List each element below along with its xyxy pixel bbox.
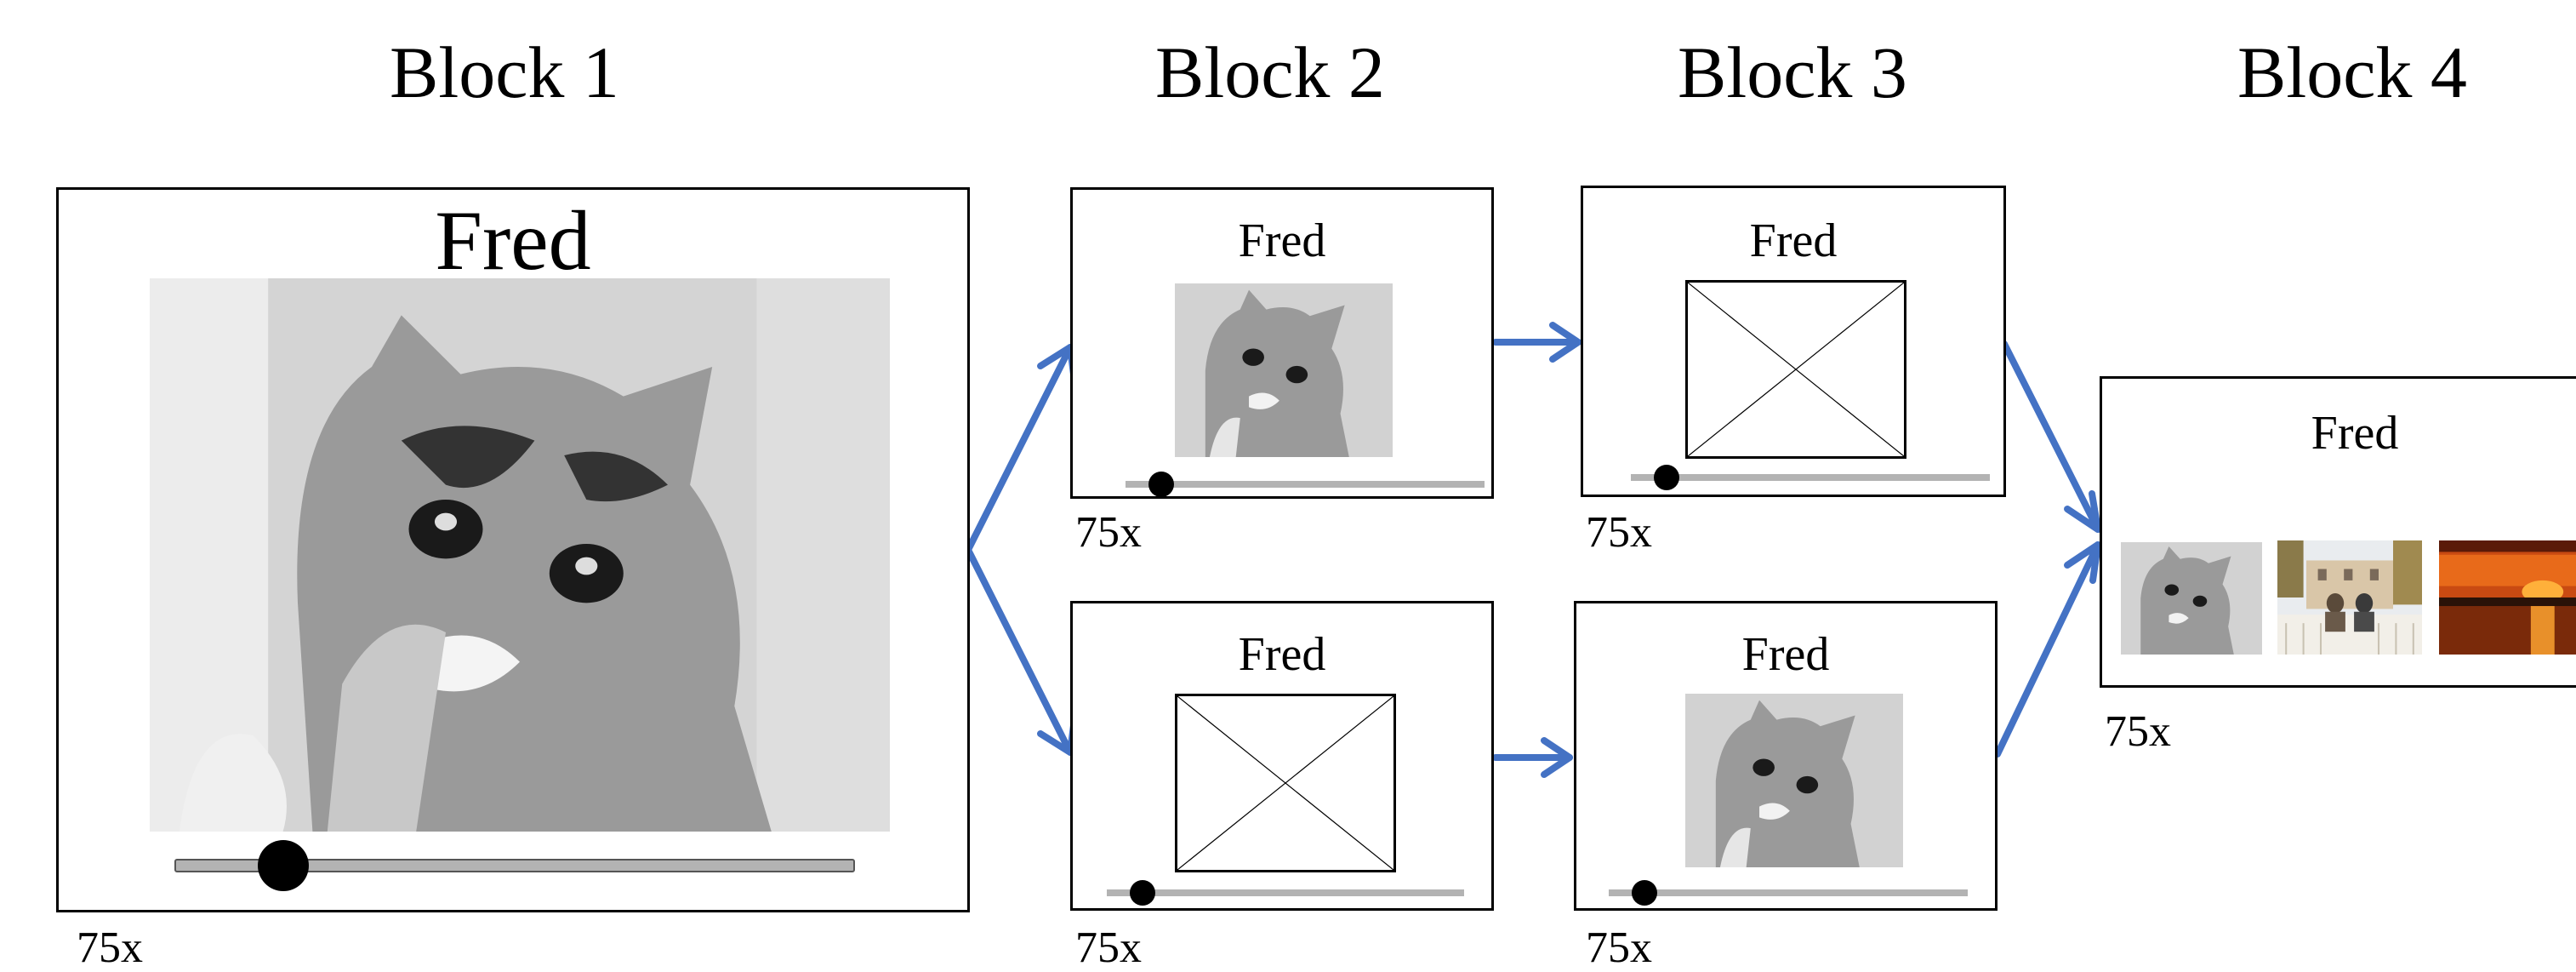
kitten-photo (1175, 283, 1393, 457)
slider-track[interactable] (174, 859, 855, 872)
block-3-top-panel: Fred (1581, 186, 2006, 497)
arrow-b1-to-b2-top (965, 344, 1074, 553)
repeat-count: 75x (1586, 508, 1652, 557)
slider-track[interactable] (1631, 474, 1990, 481)
arrowhead-b4-from-top (2064, 490, 2101, 533)
image-placeholder (1685, 280, 1906, 459)
image-placeholder (1175, 694, 1396, 872)
panel-title: Fred (435, 193, 591, 288)
block-1-title: Block 1 (390, 31, 619, 113)
repeat-count: 75x (1075, 508, 1142, 557)
block-4-title: Block 4 (2237, 31, 2467, 113)
slider-thumb[interactable] (1130, 880, 1155, 906)
slider-thumb[interactable] (258, 840, 309, 891)
repeat-count: 75x (77, 923, 143, 972)
slider-track[interactable] (1126, 481, 1485, 488)
panel-title: Fred (1749, 214, 1838, 267)
slider-thumb[interactable] (1654, 465, 1680, 490)
arrow-b3-bottom-to-b4 (1994, 541, 2101, 758)
sunset-over-water-photo (2439, 540, 2576, 655)
panel-title: Fred (2311, 407, 2399, 460)
block-2-top-panel: Fred (1070, 187, 1494, 499)
slider-track[interactable] (1107, 889, 1464, 896)
panel-title: Fred (1741, 628, 1830, 681)
arrow-b1-to-b2-bottom (965, 546, 1074, 756)
arrow-b3-top-to-b4 (2001, 340, 2101, 533)
block-4-panel: Fred (2100, 376, 2576, 688)
slider-thumb[interactable] (1632, 880, 1658, 906)
block-1-panel: Fred (56, 187, 970, 912)
repeat-count: 75x (1075, 923, 1142, 972)
block-2-title: Block 2 (1155, 31, 1385, 113)
arrowhead-b3-top (1549, 322, 1582, 363)
block-3-bottom-panel: Fred (1574, 601, 1998, 911)
panel-title: Fred (1238, 214, 1326, 267)
repeat-count: 75x (1586, 923, 1652, 972)
block-2-bottom-panel: Fred (1070, 601, 1494, 911)
repeat-count: 75x (2105, 707, 2171, 756)
couple-on-bench-photo (2277, 540, 2422, 655)
kitten-photo (2121, 542, 2262, 655)
kitten-photo (150, 278, 890, 832)
panel-title: Fred (1238, 628, 1326, 681)
slider-track[interactable] (1609, 889, 1968, 896)
block-3-title: Block 3 (1678, 31, 1907, 113)
slider-thumb[interactable] (1148, 472, 1175, 497)
kitten-photo (1685, 694, 1903, 867)
arrowhead-b4-from-bottom (2064, 541, 2101, 584)
arrowhead-b3-bottom (1541, 737, 1573, 778)
